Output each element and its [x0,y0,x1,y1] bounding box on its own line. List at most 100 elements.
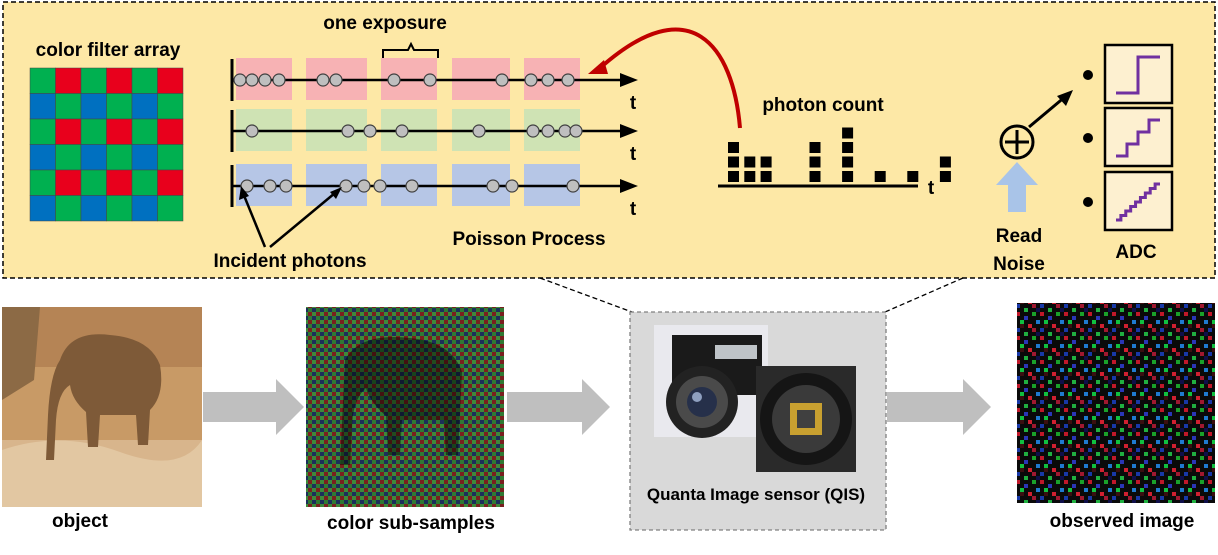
photon-count-square [809,156,821,168]
photon-count-square [842,127,854,139]
photon-dot [505,179,519,193]
cfa-cell [131,195,158,222]
photon-dot [245,124,259,138]
photon-dot [263,179,277,193]
qis-camera-photo [654,325,768,438]
cfa-cell [131,144,158,171]
photon-count-square [744,171,756,182]
color-sub-samples-image [306,307,504,507]
count-to-timeline-arrow [598,27,742,129]
exposure-bracket [382,41,439,58]
photon-dot [472,124,486,138]
photon-dot [566,179,580,193]
cfa-cell [80,144,107,171]
cfa-cell [157,67,184,94]
cfa-cell [80,118,107,145]
photon-dot [561,73,575,87]
count-to-timeline-arrow-head [588,60,608,74]
observed-image [1017,303,1215,503]
cfa-cell [157,169,184,196]
photon-dot [558,124,572,138]
photon-dot [405,179,419,193]
cfa-cell [80,195,107,222]
photon-count-square [842,171,854,182]
photon-dot [387,73,401,87]
cfa-cell [106,118,133,145]
photon-dot [569,124,583,138]
timeline-arrowhead [620,73,638,87]
flow-arrow [887,379,991,435]
photon-count-square [874,171,886,182]
cfa-cell [55,169,82,196]
photon-count-square [744,156,756,168]
photon-count-histogram [728,127,951,182]
adc-input-dot [1083,70,1093,80]
object-label: object [52,511,109,532]
cfa-cell [131,169,158,196]
read-noise-label-line2: Noise [993,254,1045,275]
timeline-time-label: t [630,144,637,165]
qis-label: Quanta Image sensor (QIS) [647,485,865,504]
photon-dot [279,179,293,193]
photon-dot [486,179,500,193]
cfa-cell [106,169,133,196]
read-noise-label-line1: Read [996,226,1042,247]
poisson-process-label: Poisson Process [452,229,605,250]
cfa-cell [157,118,184,145]
photon-dot [233,73,247,87]
cfa-cell [55,67,82,94]
one-exposure-label: one exposure [323,13,447,34]
cfa-cell [106,144,133,171]
photon-dot [258,73,272,87]
timeline-arrowhead [620,124,638,138]
cfa-cell [106,195,133,222]
adc-input-dot [1083,133,1093,143]
flow-arrow [203,379,304,435]
photon-dot [329,73,343,87]
cfa-cell [29,93,56,120]
photon-count-square [809,142,821,153]
incident-photons-label: Incident photons [213,251,366,272]
photon-dot [541,124,555,138]
flow-arrow [507,379,610,435]
color-filter-array [29,67,184,222]
cfa-cell [55,93,82,120]
qis-chip-photo [756,366,856,472]
adc-transfer-curve [1116,182,1160,222]
photon-dot [357,179,371,193]
photon-dot [373,179,387,193]
incident-pointer-2 [269,192,336,248]
cfa-cell [29,118,56,145]
photon-dot [339,179,353,193]
photon-dot [245,73,259,87]
photon-count-square [842,142,854,153]
cfa-cell [80,67,107,94]
photon-count-square [728,142,739,153]
cfa-cell [131,93,158,120]
histogram-time-label: t [928,178,935,199]
adder-to-adc-head [1057,90,1073,106]
photon-count-square [842,156,854,168]
photon-dot [541,73,555,87]
photon-dot [363,124,377,138]
cfa-cell [55,144,82,171]
cfa-cell [157,144,184,171]
cfa-cell [29,144,56,171]
photon-dot [272,73,286,87]
incident-pointer-1 [241,192,267,248]
adder-to-adc-line [1028,94,1067,129]
process-panel [2,1,1216,279]
adder-circle [999,124,1035,160]
photon-dot [316,73,330,87]
cfa-cell [157,93,184,120]
adc-input-dot [1083,197,1093,207]
photon-count-square [939,171,951,182]
photon-count-label: photon count [762,95,884,116]
photon-dot [526,124,540,138]
photon-count-square [907,171,919,182]
photon-count-square [728,156,739,168]
cfa-cell [29,67,56,94]
cfa-cell [157,195,184,222]
photon-count-square [760,171,772,182]
